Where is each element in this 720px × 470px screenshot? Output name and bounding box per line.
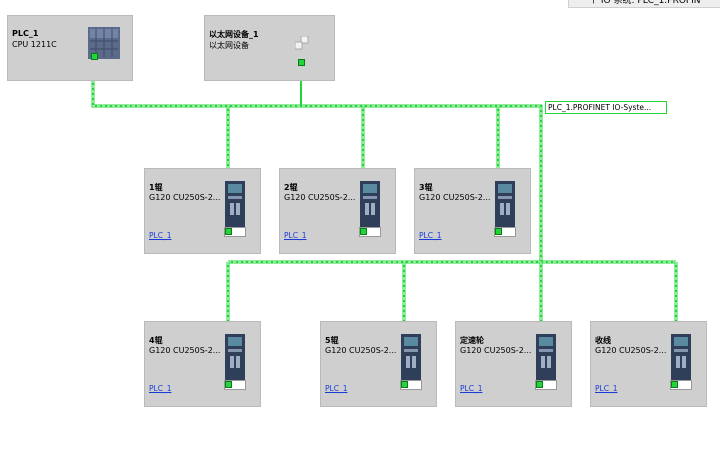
drive-model: G120 CU250S-2... [149,193,221,202]
drive-base [670,380,692,390]
drive-model: G120 CU250S-2... [284,193,356,202]
drive-plc-link[interactable]: PLC_1 [419,231,442,240]
ethernet-device-box[interactable]: 以太网设备_1 以太网设备 [204,15,335,81]
plc-name: PLC_1 [12,29,39,38]
drive-name: 4辊 [149,336,163,345]
plc-device-box[interactable]: PLC_1 CPU 1211C [7,15,133,81]
g120-drive-icon [495,181,515,227]
drive-plc-link[interactable]: PLC_1 [325,384,348,393]
g120-drive-icon [225,181,245,227]
drive-box-fixed-speed-wheel[interactable]: 定速轮 G120 CU250S-2... PLC_1 [455,321,572,407]
drive-base [224,227,246,237]
g120-drive-icon [536,334,556,380]
profinet-io-system-label[interactable]: PLC_1.PROFINET IO-Syste... [545,101,667,114]
drive-base [494,227,516,237]
drive-model: G120 CU250S-2... [325,346,397,355]
drive-box-2[interactable]: 2辊 G120 CU250S-2... PLC_1 [279,168,396,254]
ethernet-device-icon [295,36,309,50]
drive-box-take-up[interactable]: 收线 G120 CU250S-2... PLC_1 [590,321,707,407]
drive-profinet-port[interactable] [360,228,367,235]
drive-box-1[interactable]: 1辊 G120 CU250S-2... PLC_1 [144,168,261,254]
drive-plc-link[interactable]: PLC_1 [149,231,172,240]
drive-base [400,380,422,390]
drive-base [535,380,557,390]
drive-profinet-port[interactable] [225,381,232,388]
drive-name: 收线 [595,336,611,345]
drive-plc-link[interactable]: PLC_1 [149,384,172,393]
io-system-banner: 个 IO 系统: PLC_1.PROFIN [568,0,720,8]
drive-name: 3辊 [419,183,433,192]
plc-model: CPU 1211C [12,40,57,49]
g120-drive-icon [225,334,245,380]
plc-profinet-port[interactable] [91,53,98,60]
drive-name: 定速轮 [460,336,484,345]
drive-plc-link[interactable]: PLC_1 [284,231,307,240]
g120-drive-icon [401,334,421,380]
drive-name: 1辊 [149,183,163,192]
drive-model: G120 CU250S-2... [149,346,221,355]
drive-box-3[interactable]: 3辊 G120 CU250S-2... PLC_1 [414,168,531,254]
drive-box-5[interactable]: 5辊 G120 CU250S-2... PLC_1 [320,321,437,407]
drive-model: G120 CU250S-2... [460,346,532,355]
drive-plc-link[interactable]: PLC_1 [595,384,618,393]
drive-box-4[interactable]: 4辊 G120 CU250S-2... PLC_1 [144,321,261,407]
drive-profinet-port[interactable] [225,228,232,235]
g120-drive-icon [360,181,380,227]
drive-base [359,227,381,237]
drive-model: G120 CU250S-2... [419,193,491,202]
drive-profinet-port[interactable] [671,381,678,388]
drive-name: 2辊 [284,183,298,192]
drive-base [224,380,246,390]
drive-profinet-port[interactable] [401,381,408,388]
drive-plc-link[interactable]: PLC_1 [460,384,483,393]
drive-profinet-port[interactable] [495,228,502,235]
g120-drive-icon [671,334,691,380]
ethernet-device-name: 以太网设备_1 [209,30,259,39]
ethernet-device-type: 以太网设备 [209,41,249,50]
drive-name: 5辊 [325,336,339,345]
drive-model: G120 CU250S-2... [595,346,667,355]
drive-profinet-port[interactable] [536,381,543,388]
ethernet-device-port[interactable] [298,59,305,66]
